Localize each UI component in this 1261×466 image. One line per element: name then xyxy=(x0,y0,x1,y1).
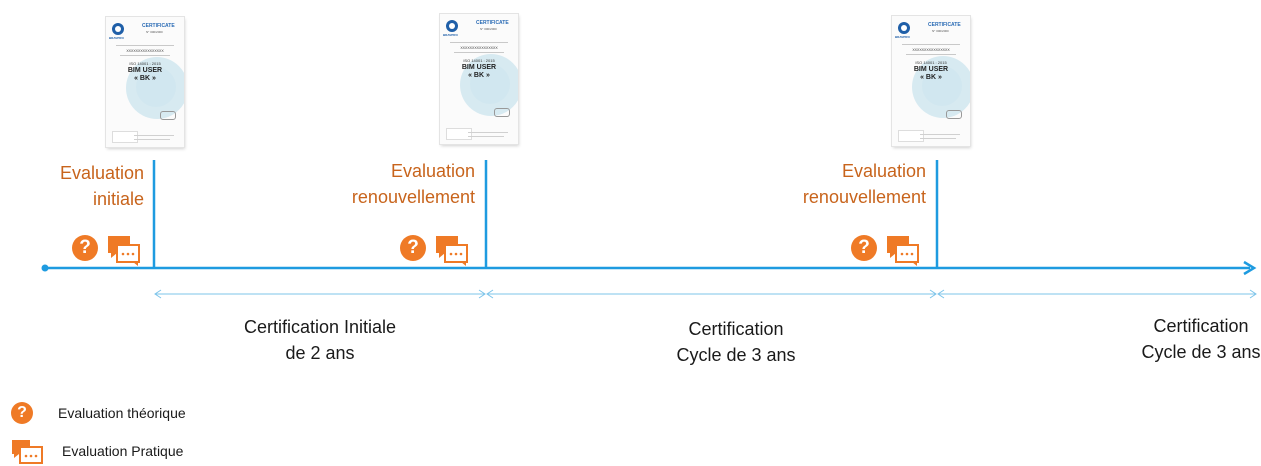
certificate-product: BIM USER xyxy=(461,64,497,71)
certificate-thumbnail-2: BRAVPRO CERTIFICATE N° 000/2000 XXXXXXXX… xyxy=(440,14,518,144)
milestone-label-2: Evaluation renouvellement xyxy=(351,161,475,207)
chat-bubbles-icon xyxy=(887,236,919,266)
legend-practice-label: Evaluation Pratique xyxy=(62,443,184,459)
milestone-label-3: Evaluation renouvellement xyxy=(802,161,926,207)
certificate-thumbnail-1: BRAVPRO CERTIFICATE N° 000/2000 XXXXXXXX… xyxy=(106,17,184,147)
certificate-title: CERTIFICATE xyxy=(476,20,509,26)
certificate-code: « BK » xyxy=(134,75,156,82)
question-circle-icon: ? xyxy=(72,235,98,261)
period-label-1: Certification Initiale de 2 ans xyxy=(243,317,397,363)
certificate-thumbnail-3: BRAVPRO CERTIFICATE N° 000/2000 XXXXXXXX… xyxy=(892,16,970,146)
legend-theory-label: Evaluation théorique xyxy=(58,405,186,421)
question-circle-icon: ? xyxy=(851,235,877,261)
certificate-product: BIM USER xyxy=(913,66,949,73)
certificate-standard: ISO 14001 : 2015 xyxy=(915,60,947,65)
certificate-number: N° 000/2000 xyxy=(932,29,949,33)
certificate-title: CERTIFICATE xyxy=(928,22,961,28)
question-circle-icon: ? xyxy=(400,235,426,261)
period-label-3: Certification Cycle de 3 ans xyxy=(1141,316,1261,362)
certificate-standard: ISO 14001 : 2015 xyxy=(129,61,161,66)
period-label-2: Certification Cycle de 3 ans xyxy=(676,319,796,365)
certificate-code: « BK » xyxy=(920,74,942,81)
certificate-code: « BK » xyxy=(468,72,490,79)
chat-bubbles-icon xyxy=(436,236,468,266)
period-span-3 xyxy=(937,289,1257,299)
certificate-number: N° 000/2000 xyxy=(480,27,497,31)
certificate-number: N° 000/2000 xyxy=(146,30,163,34)
legend-chat-bubbles-icon xyxy=(12,440,43,464)
timeline-start-dot xyxy=(41,264,49,272)
logo-icon xyxy=(898,22,910,34)
certificate-title: CERTIFICATE xyxy=(142,23,175,29)
certificate-holder: XXXXXXXXXXXXXXXX xyxy=(460,46,498,50)
period-span-1 xyxy=(154,289,486,299)
timeline-arrowhead xyxy=(1243,260,1257,276)
certificate-product: BIM USER xyxy=(127,67,163,74)
certificate-holder: XXXXXXXXXXXXXXXX xyxy=(912,48,950,52)
certificate-holder: XXXXXXXXXXXXXXXX xyxy=(126,49,164,53)
legend-question-circle-icon: ? xyxy=(11,402,33,424)
certificate-standard: ISO 14001 : 2015 xyxy=(463,58,495,63)
logo-icon xyxy=(446,20,458,32)
logo-icon xyxy=(112,23,124,35)
chat-bubbles-icon xyxy=(108,236,140,266)
period-span-2 xyxy=(486,289,937,299)
milestone-label-1: Evaluation initiale xyxy=(59,163,144,209)
